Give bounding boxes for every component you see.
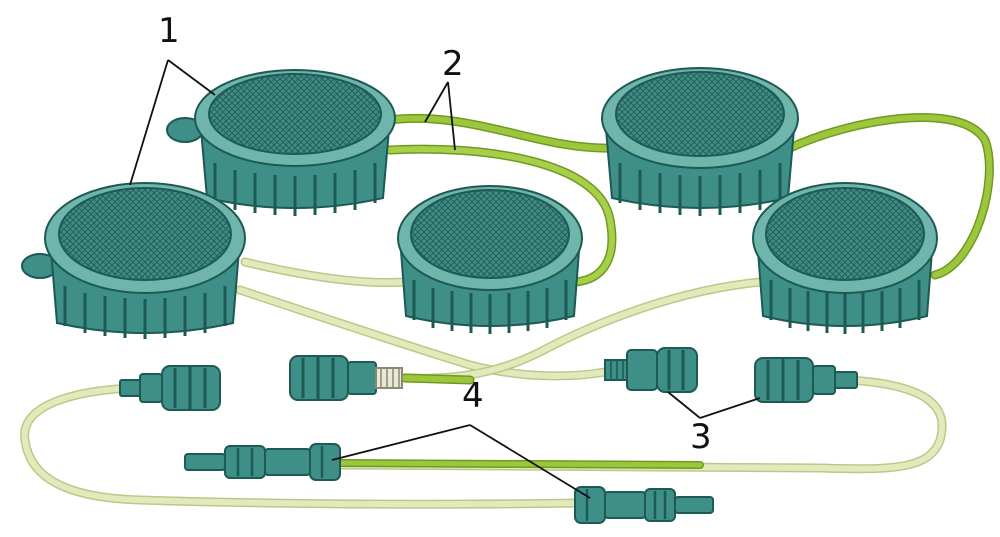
tube-left-middle bbox=[240, 257, 410, 287]
sprinkler-cap bbox=[397, 185, 583, 334]
leader-4 bbox=[331, 424, 591, 499]
leader-lines bbox=[129, 59, 761, 499]
tube-right-loop bbox=[335, 375, 947, 474]
tube-coupling-segment bbox=[400, 373, 475, 385]
leader-3 bbox=[667, 391, 761, 419]
tube-top-green bbox=[385, 113, 615, 153]
connector bbox=[754, 357, 858, 403]
sprinkler-cap bbox=[166, 69, 396, 216]
fittings bbox=[119, 347, 858, 524]
coupling bbox=[574, 486, 714, 524]
leader-2 bbox=[424, 81, 456, 151]
tube-network bbox=[20, 113, 994, 509]
tube-loop-green bbox=[385, 144, 617, 287]
coupling bbox=[184, 443, 341, 481]
callout-couplings: 4 bbox=[462, 376, 484, 416]
coupling bbox=[289, 355, 403, 401]
sprinkler-cap bbox=[601, 67, 799, 216]
connector bbox=[604, 347, 698, 393]
tube-outer-loop bbox=[20, 383, 585, 509]
callout-tubes: 2 bbox=[442, 44, 464, 84]
tube-right-green bbox=[785, 113, 994, 280]
connector bbox=[119, 365, 221, 411]
sprinkler-caps bbox=[21, 67, 938, 339]
leader-1 bbox=[129, 59, 216, 186]
sprinkler-cap bbox=[21, 182, 246, 339]
callouts: 1 2 3 4 bbox=[158, 11, 712, 457]
tube-lower-green bbox=[336, 459, 704, 469]
callout-connectors: 3 bbox=[690, 417, 712, 457]
callout-sprinklers: 1 bbox=[158, 11, 180, 51]
tube-cross-a bbox=[235, 285, 610, 381]
sprinkler-cap bbox=[752, 182, 938, 334]
